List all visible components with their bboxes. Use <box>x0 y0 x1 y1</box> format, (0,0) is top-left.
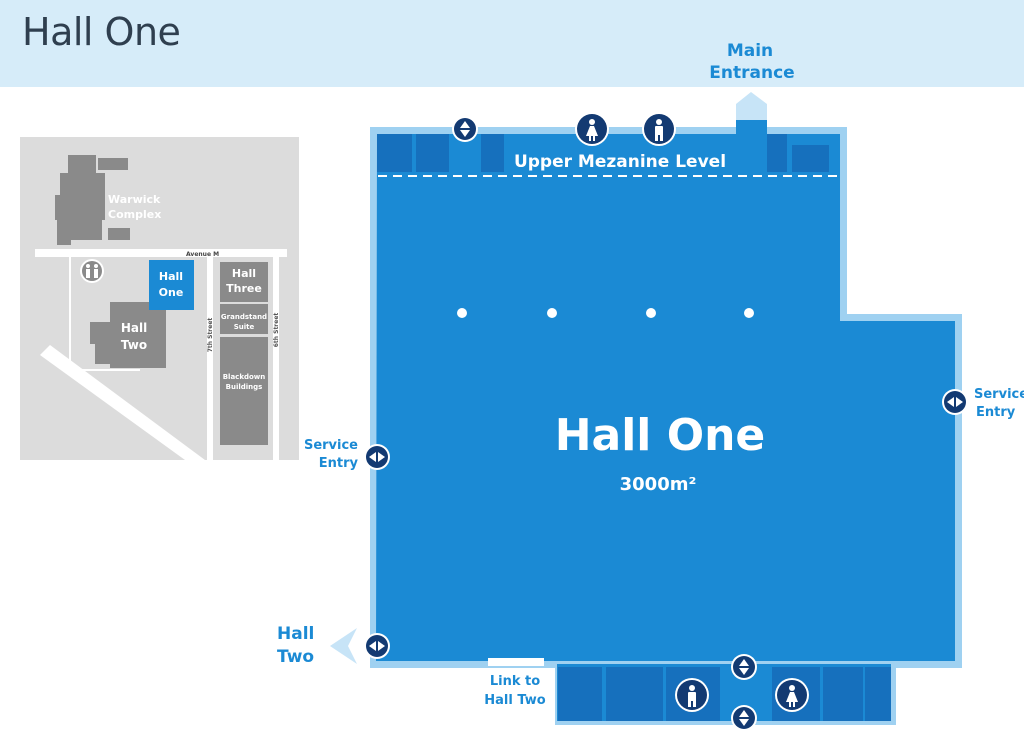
inset-label-hall-two-2: Two <box>121 338 147 352</box>
inset-label-hall-two-1: Hall <box>121 321 147 335</box>
service-entry-left-door-icon <box>364 444 390 470</box>
annex-blocks <box>558 667 891 721</box>
header-bar <box>0 0 1024 87</box>
inset-label-grandstand-2: Suite <box>234 323 255 331</box>
service-entry-right-label-2: Entry <box>976 405 1016 420</box>
warwick-complex-building <box>55 155 130 245</box>
inset-hall-two-building <box>90 302 166 368</box>
hall-one-floor <box>376 134 955 661</box>
main-entrance-label-2: Entrance <box>709 63 794 83</box>
inset-label-blackdown-1: Blackdown <box>223 373 266 381</box>
hall-two-label-1: Hall <box>277 624 314 644</box>
female-toilet-icon <box>775 678 809 712</box>
main-entrance-passage <box>736 120 767 172</box>
hall-name-label: Hall One <box>555 410 766 461</box>
inset-hall-three-building <box>220 262 268 302</box>
lift-icon <box>731 705 757 731</box>
inset-hall-one-building <box>149 260 194 310</box>
service-entry-left-label-2: Entry <box>319 456 359 471</box>
inset-label-blackdown-2: Buildings <box>226 383 263 391</box>
inset-label-hall-one-2: One <box>159 286 184 299</box>
inset-label-warwick-1: Warwick <box>108 193 161 206</box>
inset-label-hall-three-1: Hall <box>232 267 256 280</box>
inset-label-warwick-2: Complex <box>108 208 161 221</box>
column-marker <box>457 308 467 318</box>
hall-area-label: 3000m² <box>620 474 697 495</box>
female-toilet-icon <box>575 112 609 146</box>
inset-label-6th-street: 6th Street <box>273 313 280 348</box>
mezzanine-blocks <box>377 134 829 172</box>
inset-label-hall-one-1: Hall <box>159 270 183 283</box>
6th-street-road <box>273 257 279 460</box>
link-to-hall-two-label-2: Hall Two <box>484 693 546 708</box>
hall-two-door-icon <box>364 633 390 659</box>
lift-icon <box>452 116 478 142</box>
inset-blackdown-building <box>220 337 268 445</box>
hall-two-label-2: Two <box>277 647 314 667</box>
mezzanine-label: Upper Mezanine Level <box>514 152 726 172</box>
page-title: Hall One <box>22 10 181 54</box>
service-entry-right-door-icon <box>942 389 968 415</box>
diagonal-road <box>40 345 205 460</box>
inset-label-grandstand-1: Grandstand <box>221 313 267 321</box>
service-entry-right-label-1: Service <box>974 387 1024 402</box>
link-to-hall-two-gap <box>488 658 544 666</box>
inset-label-avenue: Avenue M <box>186 251 219 258</box>
link-to-hall-two-label-1: Link to <box>490 674 540 689</box>
column-marker <box>646 308 656 318</box>
male-toilet-icon <box>642 112 676 146</box>
support-columns <box>457 308 754 318</box>
inset-label-hall-three-2: Three <box>226 282 262 295</box>
service-entry-left-label-1: Service <box>304 438 358 453</box>
male-toilet-icon <box>675 678 709 712</box>
lift-icon <box>731 654 757 680</box>
7th-street-road <box>207 257 213 460</box>
avenue-m-road <box>35 249 287 257</box>
main-entrance-arrow <box>736 92 767 120</box>
column-marker <box>744 308 754 318</box>
main-entrance-label-1: Main <box>727 41 773 61</box>
hall-two-arrow <box>330 628 357 664</box>
column-marker <box>547 308 557 318</box>
inset-label-7th-street: 7th Street <box>207 318 214 353</box>
inset-grandstand-building <box>220 304 268 334</box>
